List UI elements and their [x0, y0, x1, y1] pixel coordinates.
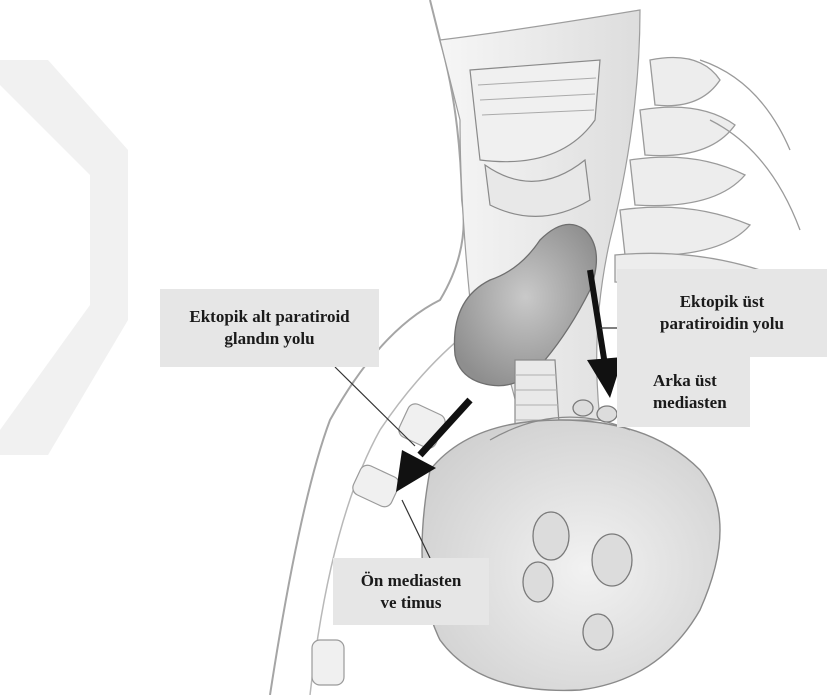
label-line: Ektopik üst — [617, 291, 827, 313]
label-line: Ön mediasten — [333, 570, 489, 592]
label-line: mediasten — [653, 392, 750, 414]
label-line: Ektopik alt paratiroid — [160, 306, 379, 328]
watermark-chevron — [0, 60, 128, 455]
cervical-spine — [615, 58, 800, 284]
ectopic-upper-parathyroid-label: Ektopik üst paratiroidin yolu — [617, 269, 827, 357]
heart — [422, 420, 720, 690]
posterior-mediastinum-label: Arka üst mediasten — [617, 357, 750, 427]
label-line: Arka üst — [653, 370, 750, 392]
label-line: glandın yolu — [160, 328, 379, 350]
leader-lower — [335, 367, 415, 446]
label-line: paratiroidin yolu — [617, 313, 827, 335]
label-line: ve timus — [333, 592, 489, 614]
anterior-mediastinum-label: Ön mediasten ve timus — [333, 558, 489, 625]
ectopic-lower-parathyroid-label: Ektopik alt paratiroid glandın yolu — [160, 289, 379, 367]
